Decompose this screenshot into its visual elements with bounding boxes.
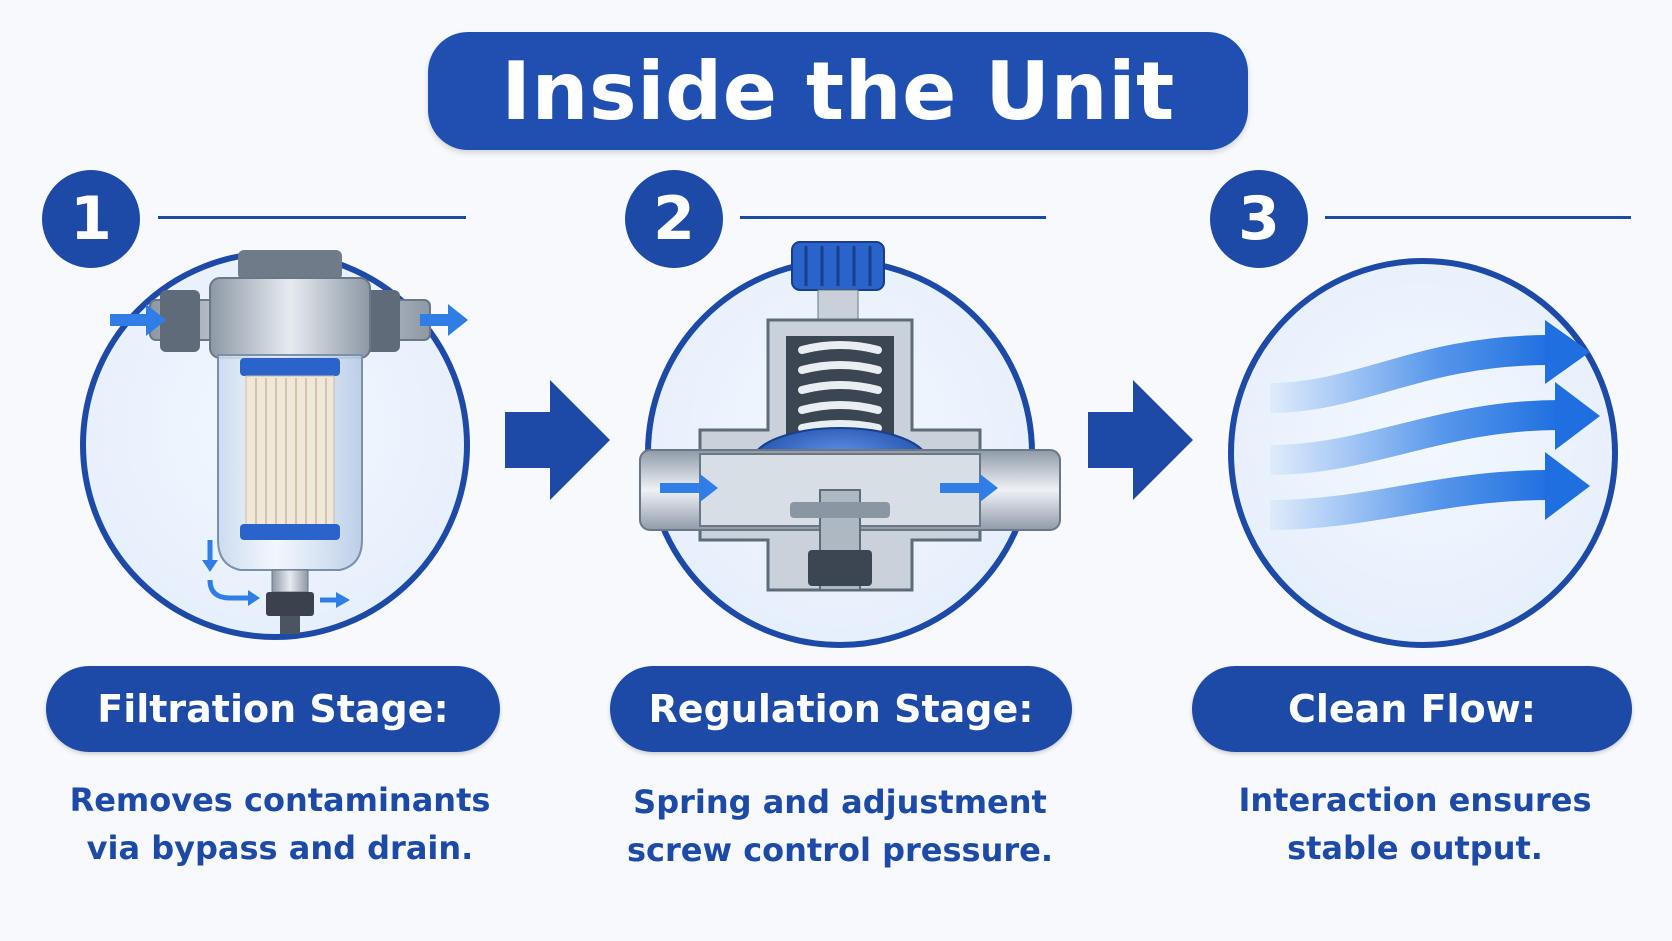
step-number-3: 3 — [1210, 170, 1308, 268]
stage-label-filtration: Filtration Stage: — [46, 666, 500, 752]
description-line: screw control pressure. — [626, 831, 1053, 869]
description-line: Interaction ensures — [1238, 781, 1592, 819]
filter-housing-icon — [110, 250, 468, 634]
description-line: Spring and adjustment — [633, 783, 1047, 821]
step-3-header-line — [1325, 216, 1631, 219]
description-line: via bypass and drain. — [86, 829, 474, 867]
step-number-1: 1 — [42, 170, 140, 268]
stage-description-regulation: Spring and adjustment screw control pres… — [600, 778, 1080, 874]
step-1-header-line — [158, 216, 466, 219]
stage-description-clean-flow: Interaction ensures stable output. — [1175, 776, 1655, 872]
stage-label-regulation: Regulation Stage: — [610, 666, 1072, 752]
description-line: Removes contaminants — [69, 781, 491, 819]
page-title: Inside the Unit — [428, 32, 1248, 150]
step-number-2: 2 — [625, 170, 723, 268]
stage-label-clean-flow: Clean Flow: — [1192, 666, 1632, 752]
flow-arrows-icon — [1269, 320, 1600, 530]
stage-description-filtration: Removes contaminants via bypass and drai… — [40, 776, 520, 872]
step-2-header-line — [740, 216, 1046, 219]
step-arrow-icon — [505, 380, 610, 500]
description-line: stable output. — [1287, 829, 1543, 867]
step-arrow-icon — [1088, 380, 1193, 500]
pressure-regulator-icon — [639, 241, 1061, 592]
